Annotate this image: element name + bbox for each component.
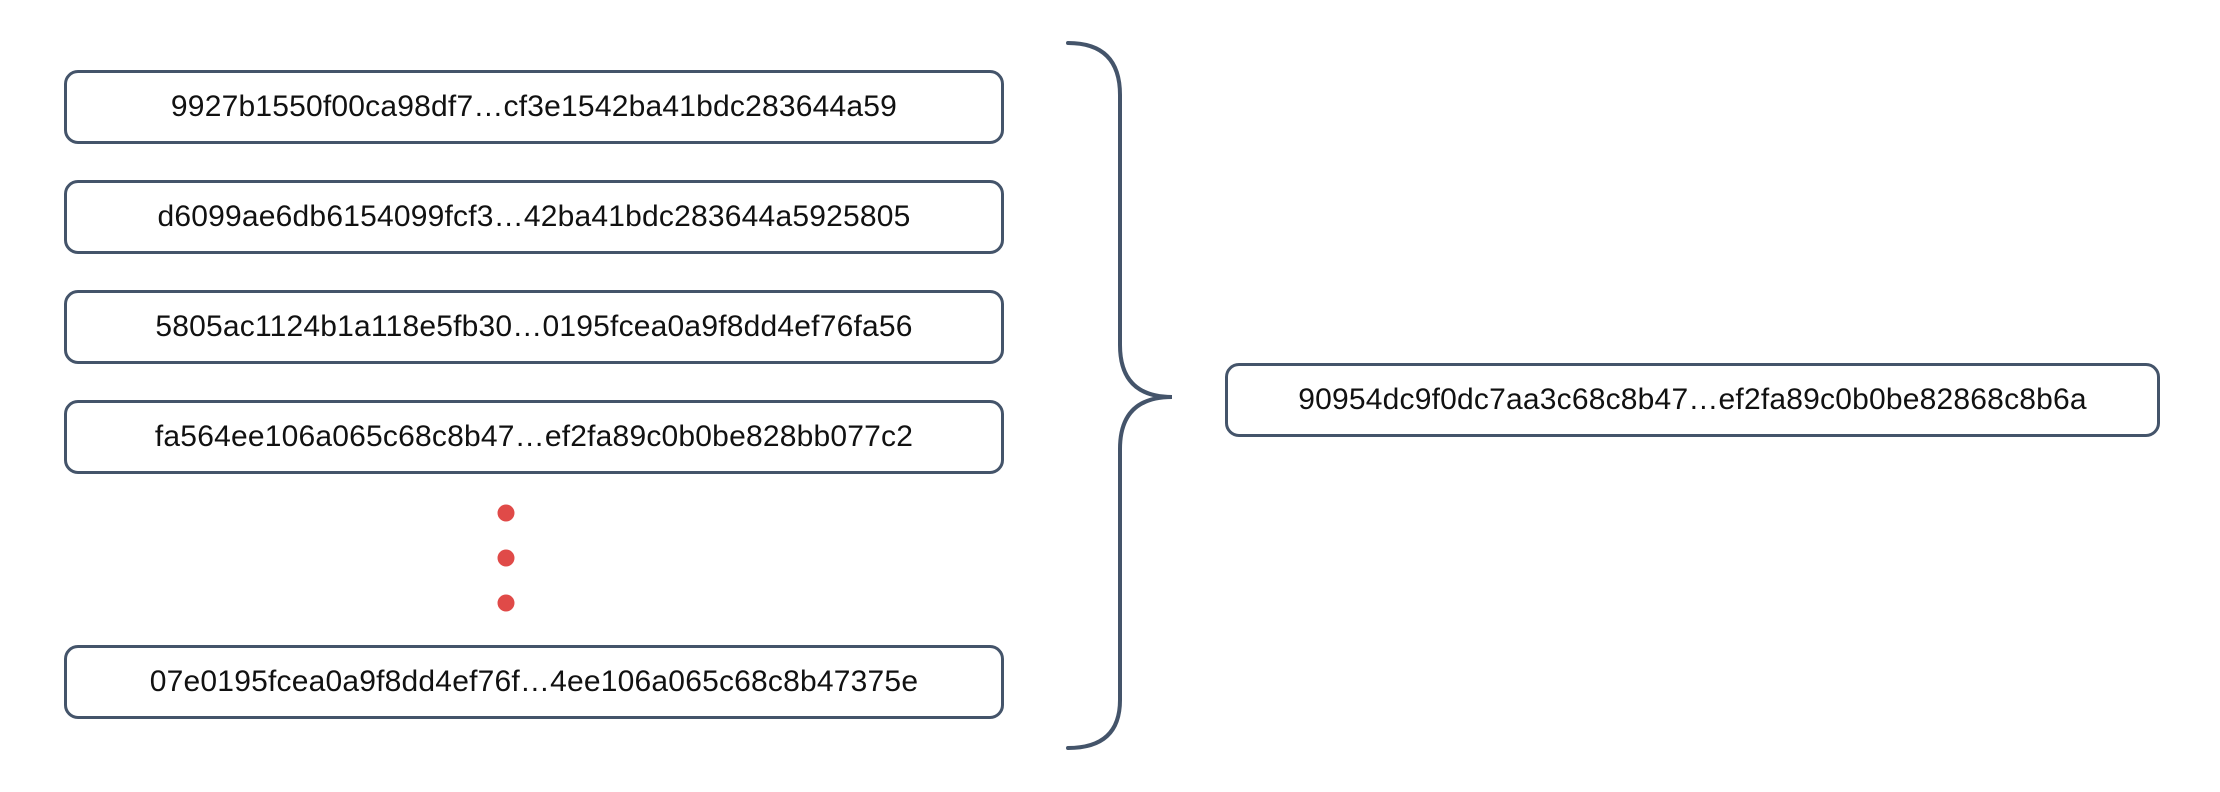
input-hash-text-3: 5805ac1124b1a118e5fb30…0195fcea0a9f8dd4e…	[155, 310, 913, 343]
output-hash-box: 90954dc9f0dc7aa3c68c8b47…ef2fa89c0b0be82…	[1225, 363, 2160, 437]
ellipsis-dot-3	[497, 594, 515, 612]
input-hash-box-5: 07e0195fcea0a9f8dd4ef76f…4ee106a065c68c8…	[64, 645, 1004, 719]
output-hash-text: 90954dc9f0dc7aa3c68c8b47…ef2fa89c0b0be82…	[1298, 383, 2087, 416]
input-hash-box-3: 5805ac1124b1a118e5fb30…0195fcea0a9f8dd4e…	[64, 290, 1004, 364]
input-hash-text-1: 9927b1550f00ca98df7…cf3e1542ba41bdc28364…	[170, 90, 898, 123]
input-hash-text-4: fa564ee106a065c68c8b47…ef2fa89c0b0be828b…	[154, 420, 914, 453]
ellipsis-dot-2	[497, 549, 515, 567]
input-hash-text-5: 07e0195fcea0a9f8dd4ef76f…4ee106a065c68c8…	[149, 665, 919, 698]
ellipsis-dot-1	[497, 504, 515, 522]
input-hash-text-2: d6099ae6db6154099fcf3…42ba41bdc283644a59…	[157, 200, 911, 233]
input-hash-box-1: 9927b1550f00ca98df7…cf3e1542ba41bdc28364…	[64, 70, 1004, 144]
vertical-ellipsis-icon	[497, 504, 515, 612]
curly-brace-icon	[1066, 41, 1173, 750]
curly-brace-path	[1066, 41, 1173, 750]
input-hash-box-4: fa564ee106a065c68c8b47…ef2fa89c0b0be828b…	[64, 400, 1004, 474]
input-hash-box-2: d6099ae6db6154099fcf3…42ba41bdc283644a59…	[64, 180, 1004, 254]
